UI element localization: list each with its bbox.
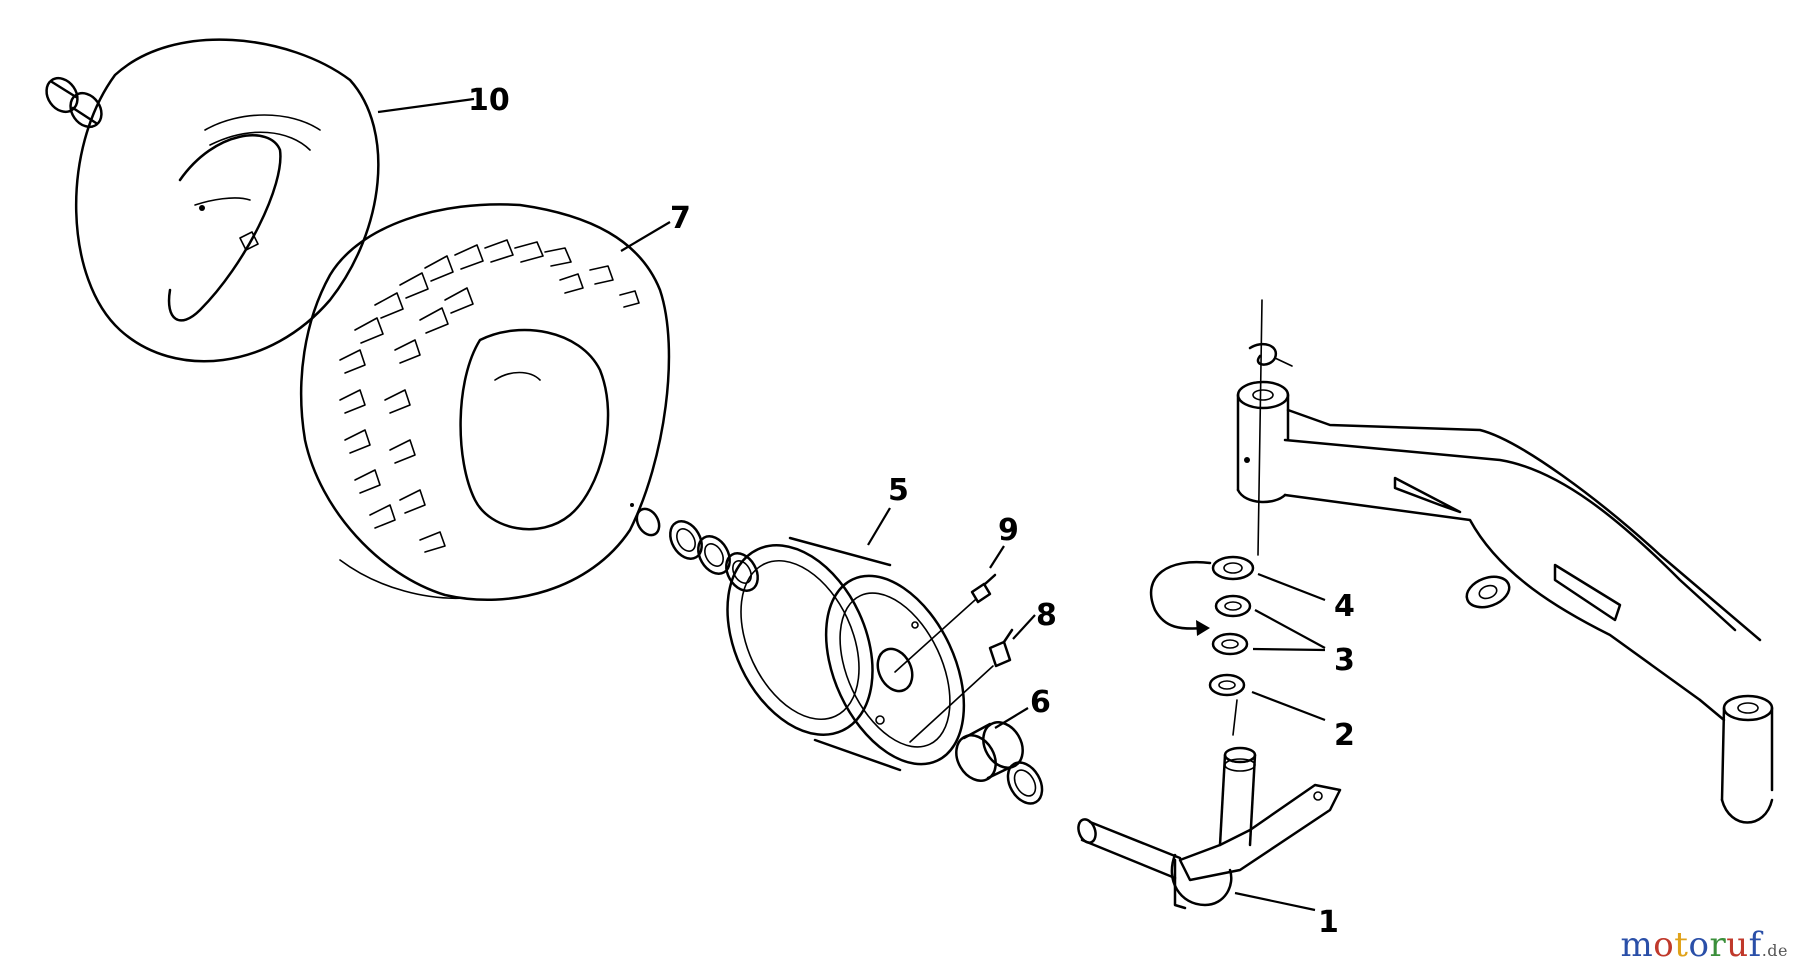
part-label-3: 3	[1334, 643, 1355, 678]
valve-stem	[894, 573, 997, 673]
part-label-2: 2	[1334, 718, 1355, 753]
watermark-letter: f	[1748, 925, 1762, 965]
bushing	[955, 721, 1044, 805]
watermark-letter: u	[1726, 925, 1749, 965]
bearing-rings	[635, 507, 759, 592]
part-label-5: 5	[888, 473, 909, 508]
watermark-letter: t	[1674, 925, 1689, 965]
watermark-letter: o	[1653, 925, 1675, 965]
part-label-8: 8	[1036, 598, 1057, 633]
part-label-9: 9	[998, 513, 1019, 548]
watermark-letter: m	[1620, 925, 1654, 965]
spindle	[1077, 746, 1342, 910]
tire	[299, 203, 671, 602]
grease-fitting	[909, 628, 1014, 743]
washer-stack	[1149, 299, 1263, 736]
site-watermark: motoruf.de	[1621, 925, 1788, 965]
inner-tube	[45, 38, 380, 363]
watermark-suffix: .de	[1761, 941, 1788, 960]
part-label-7: 7	[670, 201, 691, 236]
part-label-10: 10	[468, 83, 510, 118]
part-label-6: 6	[1030, 685, 1051, 720]
watermark-letter: r	[1709, 925, 1727, 965]
watermark-letter: o	[1688, 925, 1710, 965]
part-label-1: 1	[1318, 905, 1339, 940]
axle-frame	[1236, 342, 1774, 824]
watermark-letters: motoruf	[1621, 925, 1762, 965]
leader-lines	[377, 97, 1326, 912]
part-label-4: 4	[1334, 589, 1355, 624]
tire-tread	[339, 239, 640, 553]
wheel-rim	[726, 536, 966, 772]
